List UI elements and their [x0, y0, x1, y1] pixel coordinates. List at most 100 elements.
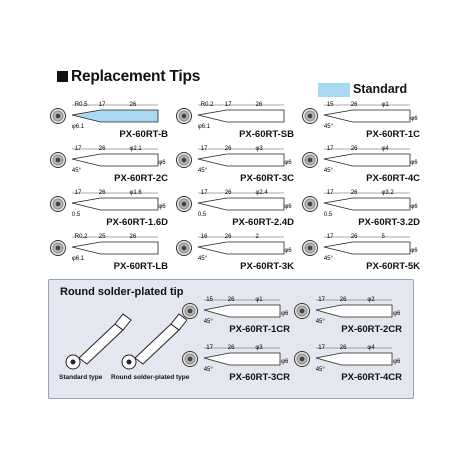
tip-model-name: PX-60RT-B — [119, 129, 168, 140]
dimension-label: φ6.1 — [393, 311, 400, 317]
dimension-label: 45° — [324, 168, 334, 174]
dimension-label: φ6.1 — [158, 160, 166, 166]
legend-label: Standard — [353, 82, 408, 96]
tip-model-name: PX-60RT-2C — [114, 173, 168, 184]
dimension-label: 25 — [99, 234, 106, 240]
tip-end-view-icon — [302, 108, 318, 124]
tip-end-view-icon — [50, 152, 66, 168]
dimension-label: 26 — [225, 234, 232, 240]
tip-model-name: PX-60RT-LB — [113, 261, 168, 272]
dimension-label: φ6.1 — [393, 359, 400, 365]
dimension-label: φ4 — [382, 146, 390, 152]
dimension-label: 17 — [99, 102, 106, 108]
dimension-label: 0.5 — [72, 212, 81, 218]
dimension-label: 26 — [340, 345, 347, 351]
dimension-label: 15 — [206, 297, 213, 303]
legend-swatch — [318, 83, 350, 97]
legend: Standard — [318, 82, 418, 98]
dimension-label: 26 — [351, 146, 358, 152]
caption-standard-type: Standard type — [59, 374, 103, 381]
dimension-label: 26 — [228, 345, 235, 351]
tip-outline — [203, 304, 281, 318]
dimension-label: φ6.1 — [284, 160, 292, 166]
dimension-label: 45° — [316, 367, 326, 373]
dimension-label: 45° — [204, 367, 214, 373]
dimension-label: φ3 — [256, 146, 264, 152]
tip-model-name: PX-60RT-2.4D — [232, 217, 294, 228]
dimension-label: 26 — [351, 234, 358, 240]
tip-outline — [323, 109, 411, 123]
tip-end-view-icon — [302, 152, 318, 168]
tip-outline — [323, 197, 411, 211]
dimension-label: φ3 — [255, 345, 263, 351]
dimension-label: 5 — [382, 234, 386, 240]
dimension-label: 17 — [201, 190, 208, 196]
tip-outline — [71, 109, 159, 123]
dimension-label: φ6.1 — [281, 359, 288, 365]
tip-end-view-icon — [182, 351, 198, 367]
tip-outline — [197, 241, 285, 255]
tip-end-view-icon — [294, 351, 310, 367]
tip-outline — [197, 109, 285, 123]
dimension-label: 0.5 — [324, 212, 333, 218]
tip-model-name: PX-60RT-4C — [366, 173, 420, 184]
tip-model-name: PX-60RT-5K — [366, 261, 420, 272]
dimension-label: φ6.1 — [284, 204, 292, 210]
dimension-label: 45° — [324, 256, 334, 262]
dimension-label: 26 — [130, 234, 137, 240]
dimension-label: φ6.1 — [410, 160, 418, 166]
tip-outline — [315, 304, 393, 318]
tip-end-view-icon — [302, 240, 318, 256]
dimension-label: φ6.1 — [72, 124, 85, 130]
tip-end-view-icon — [176, 108, 192, 124]
dimension-label: 26 — [225, 146, 232, 152]
dimension-label: 26 — [130, 102, 137, 108]
dimension-label: φ6.1 — [284, 248, 292, 254]
round-solder-section: Round solder-plated tip Standard type Ro… — [48, 279, 414, 399]
caption-round-type: Round solder-plated type — [111, 374, 190, 381]
dimension-label: 17 — [206, 345, 213, 351]
tip-model-name: PX-60RT-2CR — [341, 324, 402, 335]
dimension-label: 45° — [198, 168, 208, 174]
tip-end-view-icon — [302, 196, 318, 212]
section-title: Replacement Tips — [57, 68, 200, 86]
dimension-label: 15 — [327, 102, 334, 108]
tip-outline — [71, 241, 159, 255]
dimension-label: 17 — [327, 234, 334, 240]
dimension-label: φ1 — [255, 297, 263, 303]
tip-end-view-icon — [50, 240, 66, 256]
dimension-label: φ1.6 — [130, 190, 143, 196]
dimension-label: 26 — [351, 190, 358, 196]
tip-illustration — [65, 313, 187, 370]
tip-model-name: PX-60RT-4CR — [341, 372, 402, 383]
dimension-label: φ2.4 — [256, 190, 269, 196]
dimension-label: 26 — [351, 102, 358, 108]
tip-end-view-icon — [50, 196, 66, 212]
dimension-label: φ6.1 — [72, 256, 85, 262]
dimension-label: 45° — [72, 168, 82, 174]
dimension-label: φ2 — [367, 297, 375, 303]
tip-outline — [315, 352, 393, 366]
dimension-label: 16 — [201, 234, 208, 240]
tip-model-name: PX-60RT-3C — [240, 173, 294, 184]
